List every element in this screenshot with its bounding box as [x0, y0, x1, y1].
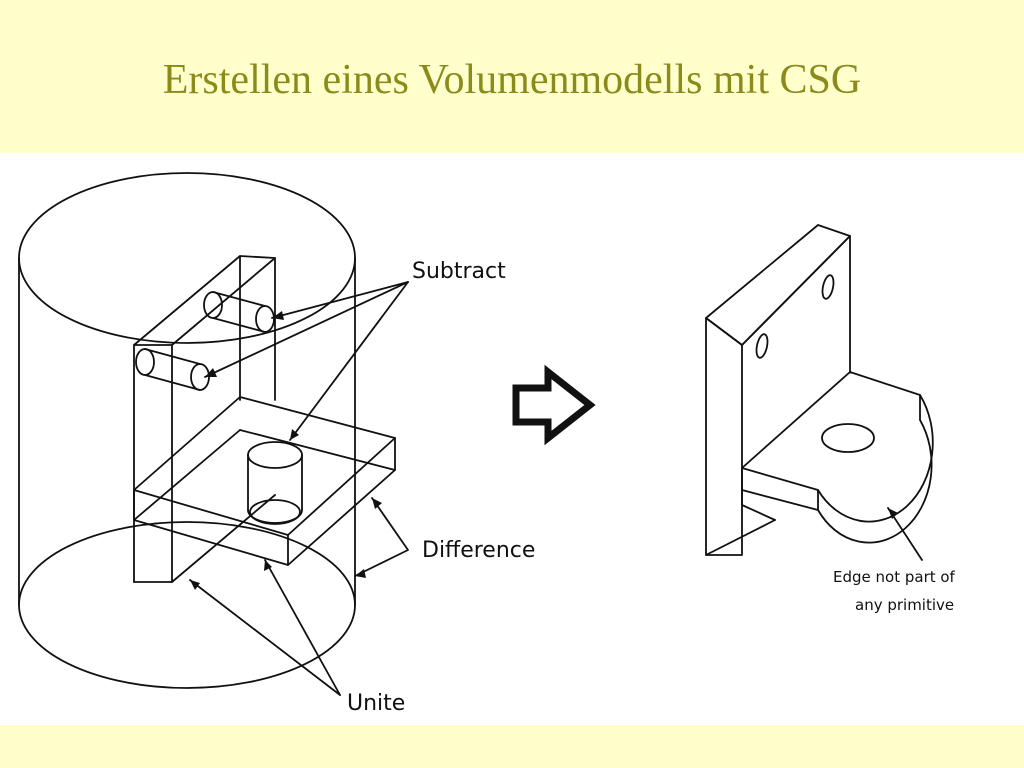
title-band: Erstellen eines Volumenmodells mit CSG: [0, 0, 1024, 153]
difference-leaders: [354, 497, 409, 578]
enclosing-cylinder: [18, 172, 356, 689]
right-arrow-icon: [512, 364, 596, 446]
edge-annotation-line2: any primitive: [855, 596, 954, 614]
horizontal-hole-cylinder-lower: [135, 348, 210, 391]
bottom-band: [0, 725, 1024, 768]
vertical-plate: [133, 255, 276, 583]
subtract-label: Subtract: [412, 259, 506, 284]
difference-label: Difference: [422, 538, 535, 563]
csg-construction-figure: Subtract Difference Unite: [18, 172, 535, 716]
figure-area: [0, 153, 1024, 725]
base-plate: [133, 396, 396, 566]
unite-label: Unite: [347, 691, 405, 716]
result-solid-figure: Edge not part of any primitive: [705, 224, 956, 614]
subtract-leaders: [204, 281, 409, 441]
unite-leaders: [189, 559, 341, 696]
horizontal-hole-cylinder-upper: [203, 291, 275, 333]
edge-annotation-line1: Edge not part of: [833, 568, 956, 586]
slide-title: Erstellen eines Volumenmodells mit CSG: [162, 57, 862, 103]
vertical-hole-cylinder: [247, 441, 303, 525]
